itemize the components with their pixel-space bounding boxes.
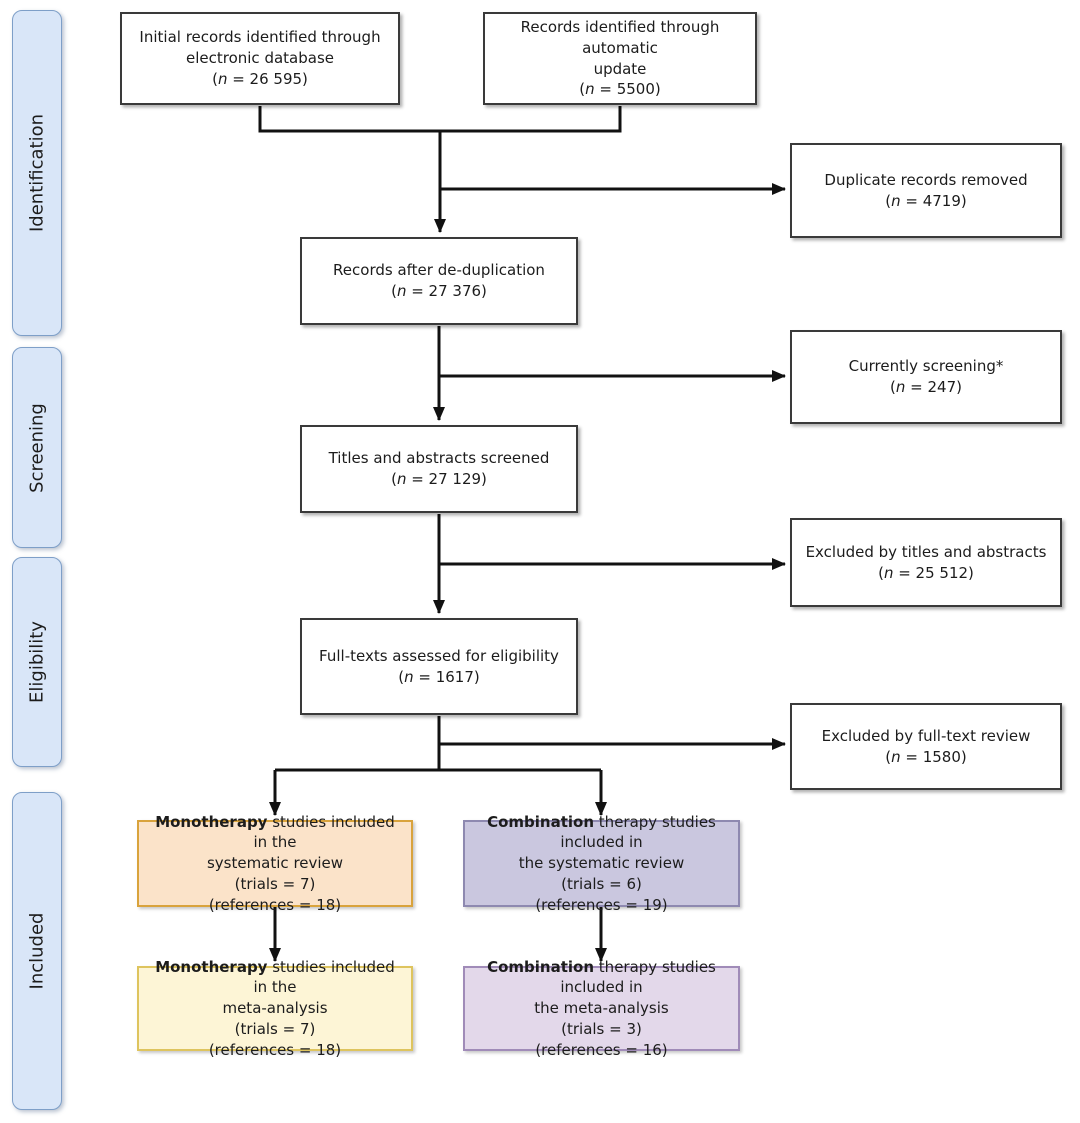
box-count: (n = 26 595) xyxy=(212,69,308,90)
box-count: (n = 25 512) xyxy=(878,563,974,584)
box-count: (n = 27 129) xyxy=(391,469,487,490)
count-open: ( xyxy=(391,282,397,300)
box-count: (n = 247) xyxy=(890,377,962,398)
box-count: (n = 4719) xyxy=(885,191,967,212)
therapy-type-label: Combination xyxy=(487,812,595,831)
box-excluded-fulltext: Excluded by full-text review (n = 1580) xyxy=(790,703,1062,790)
therapy-type-label: Combination xyxy=(487,957,595,976)
count-n: n xyxy=(396,282,407,300)
count-value: = 25 512) xyxy=(893,563,974,582)
count-open: ( xyxy=(212,69,218,88)
box-text: Currently screening* xyxy=(848,357,1004,376)
count-n: n xyxy=(217,69,228,88)
count-open: ( xyxy=(878,563,884,582)
count-n: n xyxy=(404,667,414,686)
box-text: Titles and abstracts screened xyxy=(328,449,550,468)
stage-label: Included xyxy=(26,912,48,990)
count-open: ( xyxy=(890,378,896,396)
box-text: Records identified through automatic xyxy=(520,18,720,57)
box-text: Combination therapy studies included in xyxy=(473,957,730,998)
box-deduplication: Records after de-duplication (n = 27 376… xyxy=(300,237,578,325)
count-value: = 1580) xyxy=(900,747,967,766)
trials-count: (trials = 7) xyxy=(234,874,316,893)
box-duplicates-removed: Duplicate records removed (n = 4719) xyxy=(790,143,1062,238)
box-count: (n = 1580) xyxy=(885,747,967,768)
stage-eligibility: Eligibility xyxy=(12,557,62,767)
count-open: ( xyxy=(579,80,586,99)
count-open: ( xyxy=(398,667,405,686)
box-titles-abstracts-screened: Titles and abstracts screened (n = 27 12… xyxy=(300,425,578,513)
trials-count: (trials = 6) xyxy=(561,874,642,893)
box-text: Excluded by titles and abstracts xyxy=(805,542,1047,561)
box-initial-records: Initial records identified through elect… xyxy=(120,12,400,105)
box-text: Records after de-duplication xyxy=(333,261,545,280)
stage-screening: Screening xyxy=(12,347,62,548)
box-automatic-update: Records identified through automatic upd… xyxy=(483,12,757,105)
box-currently-screening: Currently screening* (n = 247) xyxy=(790,330,1062,424)
box-text: Initial records identified through xyxy=(139,28,381,47)
box-text: Monotherapy studies included in the xyxy=(147,812,403,853)
box-combination-meta-analysis: Combination therapy studies included in … xyxy=(463,958,740,1059)
count-n: n xyxy=(891,747,901,766)
box-text: the meta-analysis xyxy=(534,999,669,1018)
box-monotherapy-systematic-review: Monotherapy studies included in the syst… xyxy=(137,813,413,914)
references-count: (references = 18) xyxy=(208,895,342,914)
references-count: (references = 19) xyxy=(535,895,668,914)
count-open: ( xyxy=(391,470,397,488)
count-value: = 1617) xyxy=(413,667,480,686)
count-n: n xyxy=(585,80,595,99)
count-open: ( xyxy=(885,747,892,766)
box-count: (n = 5500) xyxy=(579,79,661,100)
box-text: the systematic review xyxy=(518,854,685,873)
box-text: Full-texts assessed for eligibility xyxy=(319,646,559,665)
stage-identification: Identification xyxy=(12,10,62,336)
count-n: n xyxy=(396,470,407,488)
references-count: (references = 18) xyxy=(208,1040,342,1059)
box-text-rest: studies included in the xyxy=(253,812,395,852)
therapy-type-label: Monotherapy xyxy=(155,812,268,831)
box-text-rest: studies included in the xyxy=(253,957,395,997)
box-fulltexts-assessed: Full-texts assessed for eligibility (n =… xyxy=(300,618,578,715)
box-excluded-titles-abstracts: Excluded by titles and abstracts (n = 25… xyxy=(790,518,1062,607)
box-text: Excluded by full-text review xyxy=(821,726,1031,745)
box-text: meta-analysis xyxy=(222,999,328,1018)
box-text: Combination therapy studies included in xyxy=(473,812,730,853)
count-value: = 27 376) xyxy=(406,282,487,300)
count-value: = 247) xyxy=(905,378,962,396)
stage-included: Included xyxy=(12,792,62,1110)
count-value: = 26 595) xyxy=(227,69,308,88)
therapy-type-label: Monotherapy xyxy=(155,957,268,976)
box-count: (n = 1617) xyxy=(398,667,480,688)
box-combination-systematic-review: Combination therapy studies included in … xyxy=(463,813,740,914)
box-text-rest: therapy studies included in xyxy=(560,957,716,997)
box-text: systematic review xyxy=(206,854,344,873)
stage-label: Identification xyxy=(26,113,48,233)
trials-count: (trials = 3) xyxy=(561,1019,642,1038)
count-open: ( xyxy=(885,191,892,210)
count-value: = 5500) xyxy=(594,80,661,99)
stage-label: Eligibility xyxy=(26,621,48,703)
count-value: = 4719) xyxy=(900,191,967,210)
count-n: n xyxy=(883,563,894,582)
box-monotherapy-meta-analysis: Monotherapy studies included in the meta… xyxy=(137,958,413,1059)
count-n: n xyxy=(891,191,901,210)
box-text-rest: therapy studies included in xyxy=(560,812,716,852)
box-text: Monotherapy studies included in the xyxy=(147,957,403,998)
box-text: Duplicate records removed xyxy=(824,170,1028,189)
box-text: electronic database xyxy=(185,49,334,68)
stage-label: Screening xyxy=(26,402,48,493)
count-value: = 27 129) xyxy=(406,470,487,488)
references-count: (references = 16) xyxy=(535,1040,668,1059)
count-n: n xyxy=(895,378,906,396)
box-count: (n = 27 376) xyxy=(391,281,487,302)
box-text: update xyxy=(593,59,647,78)
trials-count: (trials = 7) xyxy=(234,1019,316,1038)
